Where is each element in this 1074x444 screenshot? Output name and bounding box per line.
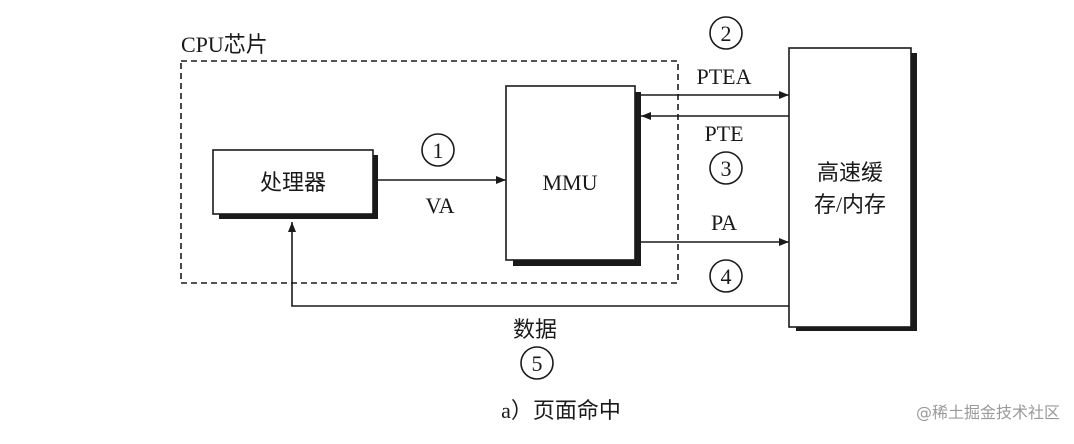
pte-label: PTE [704,121,743,146]
mmu-box [505,85,636,261]
step-5-number: 5 [532,351,543,376]
step-4-circle [709,259,743,293]
memory-label-line1: 高速缓 [817,160,883,185]
va-label: VA [426,193,455,218]
processor-label: 处理器 [260,170,326,195]
step-3-number: 3 [721,156,732,181]
watermark: @稀土掘金技术社区 [916,403,1060,422]
step-5-circle [520,346,554,380]
cpu-chip-label: CPU芯片 [181,32,268,57]
processor-box [212,149,374,215]
step-4-number: 4 [721,264,732,289]
memory-box [788,47,912,328]
step-2-circle [709,16,743,50]
step-2-number: 2 [721,21,732,46]
step-1-number: 1 [433,138,444,163]
figure-caption: a）页面命中 [501,398,621,423]
data-label: 数据 [513,317,557,342]
data-return-arrow [288,222,789,307]
memory-label-line2: 存/内存 [814,192,886,217]
ptea-label: PTEA [697,64,752,89]
mmu-label: MMU [542,170,597,195]
pa-label: PA [711,210,737,235]
step-1-circle [421,133,455,167]
step-3-circle [709,151,743,185]
